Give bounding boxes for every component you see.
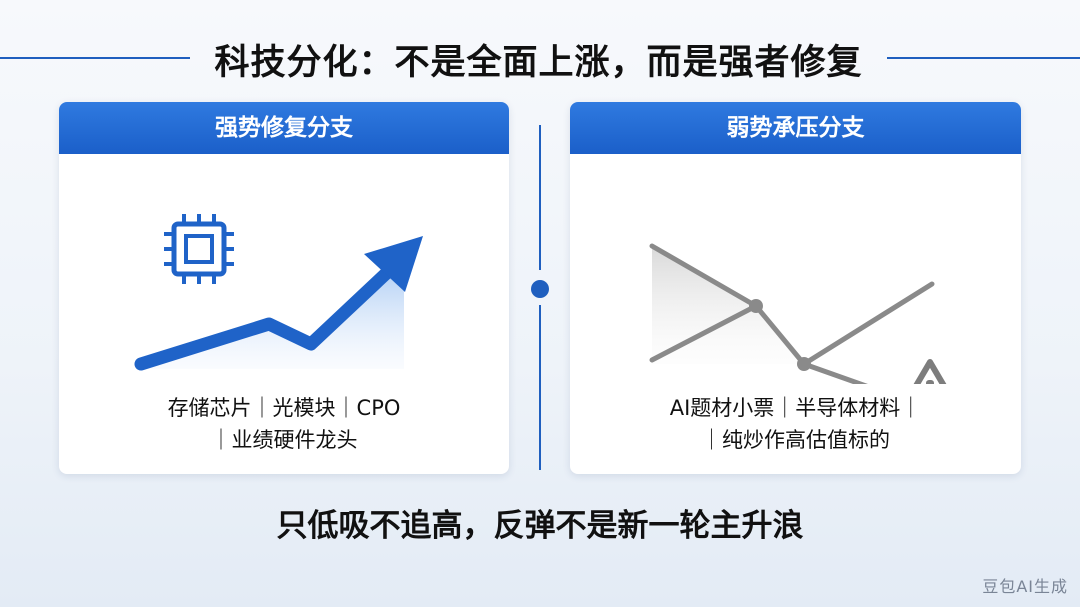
center-divider-bottom [539,305,541,470]
chip-icon [164,214,234,284]
title-rule-right [887,57,1080,59]
weak-branch-panel: 弱势承压分支 AI题材小票｜半导体材料｜ ｜纯炒作高估值标的 [570,102,1021,474]
strong-branch-header: 强势修复分支 [59,102,509,154]
watermark: 豆包AI生成 [982,577,1068,596]
weak-branch-header: 弱势承压分支 [570,102,1021,154]
falling-area-fill [652,246,804,364]
weak-branch-caption-line2: ｜纯炒作高估值标的 [701,428,890,452]
page-title: 科技分化：不是全面上涨，而是强者修复 [214,43,863,83]
center-divider-dot [531,280,549,298]
warning-icon [913,359,947,384]
strong-branch-panel: 强势修复分支 存 [59,102,509,474]
title-row: 科技分化：不是全面上涨，而是强者修复 [0,30,1080,86]
rising-arrow-icon [134,236,423,371]
strong-branch-illustration [134,214,423,371]
conclusion-text: 只低吸不追高，反弹不是新一轮主升浪 [276,508,804,544]
weak-branch-caption: AI题材小票｜半导体材料｜ ｜纯炒作高估值标的 [570,392,1021,456]
weak-branch-caption-line1: AI题材小票｜半导体材料｜ [669,396,922,420]
weak-branch-illustration [649,243,947,384]
center-divider-top [539,125,541,270]
rising-area-fill [139,254,404,369]
strong-branch-caption-line1: 存储芯片｜光模块｜CPO [167,396,401,420]
title-rule-left [0,57,190,59]
strong-branch-caption: 存储芯片｜光模块｜CPO ｜业绩硬件龙头 [59,392,509,456]
falling-line-icon [649,243,935,384]
strong-branch-caption-line2: ｜业绩硬件龙头 [210,428,358,452]
